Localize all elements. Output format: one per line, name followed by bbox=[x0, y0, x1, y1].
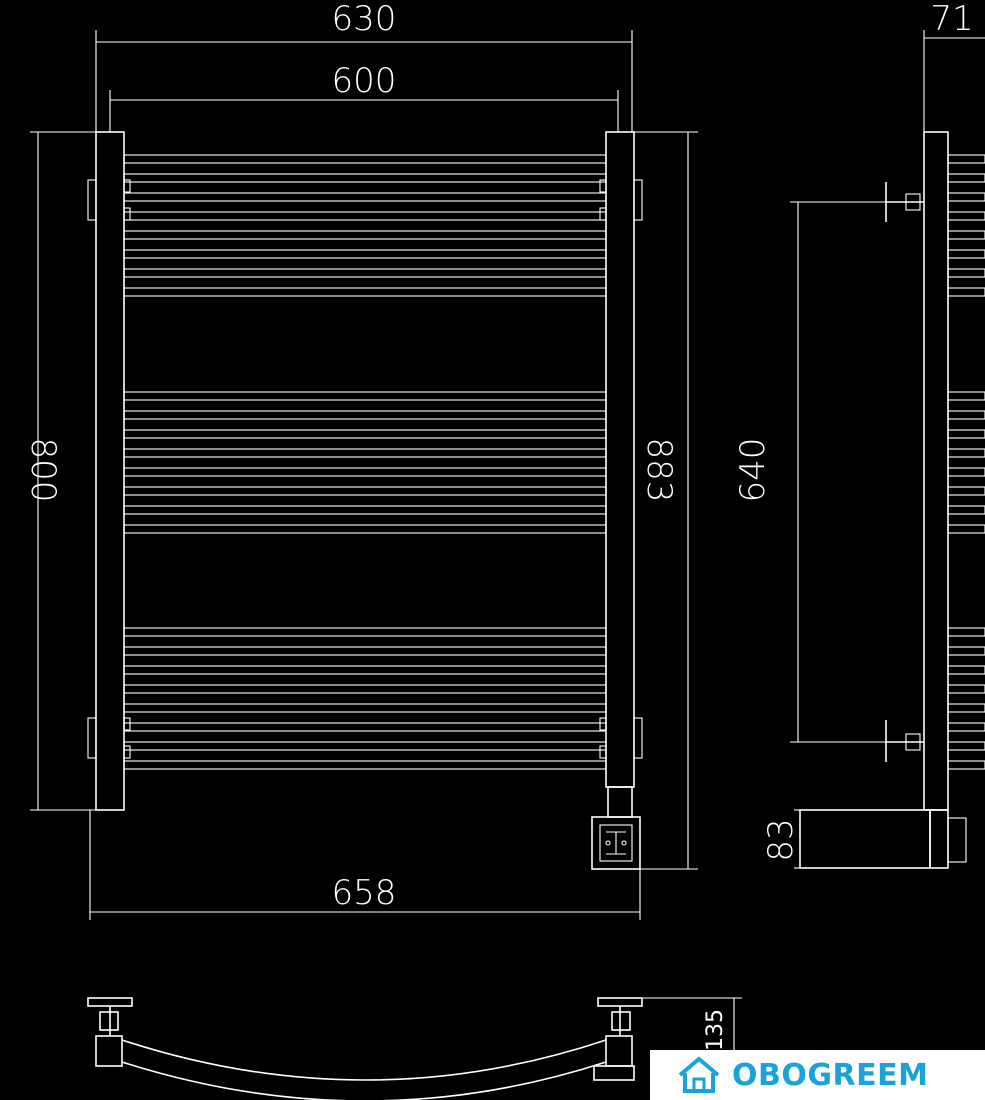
side-bar-end bbox=[947, 524, 985, 534]
crossbar bbox=[123, 268, 607, 278]
left-post bbox=[95, 131, 125, 811]
side-connector bbox=[799, 809, 967, 869]
side-bar-end bbox=[947, 627, 985, 637]
crossbar bbox=[123, 684, 607, 694]
dim-630-label: 630 bbox=[332, 0, 397, 39]
crossbar bbox=[123, 287, 607, 297]
crossbar bbox=[123, 665, 607, 675]
crossbar bbox=[123, 627, 607, 637]
crossbar bbox=[123, 703, 607, 713]
side-bar-end bbox=[947, 486, 985, 496]
crossbar bbox=[123, 391, 607, 401]
side-bar-end bbox=[947, 249, 985, 259]
crossbar bbox=[123, 448, 607, 458]
brand-logo: OBOGREEM bbox=[650, 1050, 985, 1100]
dim-600-label: 600 bbox=[332, 61, 397, 101]
crossbar bbox=[123, 230, 607, 240]
electric-connector bbox=[591, 786, 641, 870]
brand-name: OBOGREEM bbox=[732, 1057, 929, 1093]
side-bar-end bbox=[947, 703, 985, 713]
crossbar bbox=[123, 741, 607, 751]
side-bar-end bbox=[947, 505, 985, 515]
crossbar bbox=[123, 467, 607, 477]
side-bar-end bbox=[947, 665, 985, 675]
crossbar bbox=[123, 760, 607, 770]
side-bar-end bbox=[947, 192, 985, 202]
dim-883-label: 883 bbox=[639, 438, 679, 503]
side-brackets bbox=[885, 182, 924, 762]
side-bar-end bbox=[947, 760, 985, 770]
side-bar-end bbox=[947, 230, 985, 240]
crossbars bbox=[123, 154, 607, 770]
side-bar-end bbox=[947, 211, 985, 221]
front-view bbox=[87, 131, 643, 870]
side-post bbox=[923, 131, 949, 811]
side-bar-end bbox=[947, 646, 985, 656]
dim-658-label: 658 bbox=[332, 873, 397, 913]
house-icon bbox=[678, 1056, 720, 1093]
dim-83-label: 83 bbox=[761, 818, 801, 861]
side-bar-end bbox=[947, 448, 985, 458]
side-bar-end bbox=[947, 154, 985, 164]
side-bar-end bbox=[947, 429, 985, 439]
crossbar bbox=[123, 192, 607, 202]
crossbar bbox=[123, 410, 607, 420]
side-bar-ends bbox=[947, 154, 985, 770]
crossbar bbox=[123, 486, 607, 496]
side-bar-end bbox=[947, 741, 985, 751]
crossbar bbox=[123, 211, 607, 221]
dim-640-label: 640 bbox=[733, 438, 773, 503]
side-view bbox=[790, 30, 985, 869]
dim-71-label: 71 bbox=[930, 0, 973, 39]
crossbar bbox=[123, 646, 607, 656]
side-bar-end bbox=[947, 268, 985, 278]
mount-brackets bbox=[87, 179, 643, 759]
side-bar-end bbox=[947, 287, 985, 297]
side-bar-end bbox=[947, 173, 985, 183]
dim-800-label: 800 bbox=[23, 438, 63, 503]
crossbar bbox=[123, 249, 607, 259]
side-bar-end bbox=[947, 467, 985, 477]
side-bar-end bbox=[947, 722, 985, 732]
crossbar bbox=[123, 505, 607, 515]
crossbar bbox=[123, 524, 607, 534]
crossbar bbox=[123, 722, 607, 732]
crossbar bbox=[123, 154, 607, 164]
crossbar bbox=[123, 173, 607, 183]
crossbar bbox=[123, 429, 607, 439]
side-bar-end bbox=[947, 391, 985, 401]
side-bar-end bbox=[947, 684, 985, 694]
right-post bbox=[605, 131, 635, 788]
side-bar-end bbox=[947, 410, 985, 420]
dimension-lines-front bbox=[30, 30, 698, 920]
dim-135-label: 135 bbox=[703, 1009, 728, 1051]
top-view bbox=[87, 997, 742, 1100]
